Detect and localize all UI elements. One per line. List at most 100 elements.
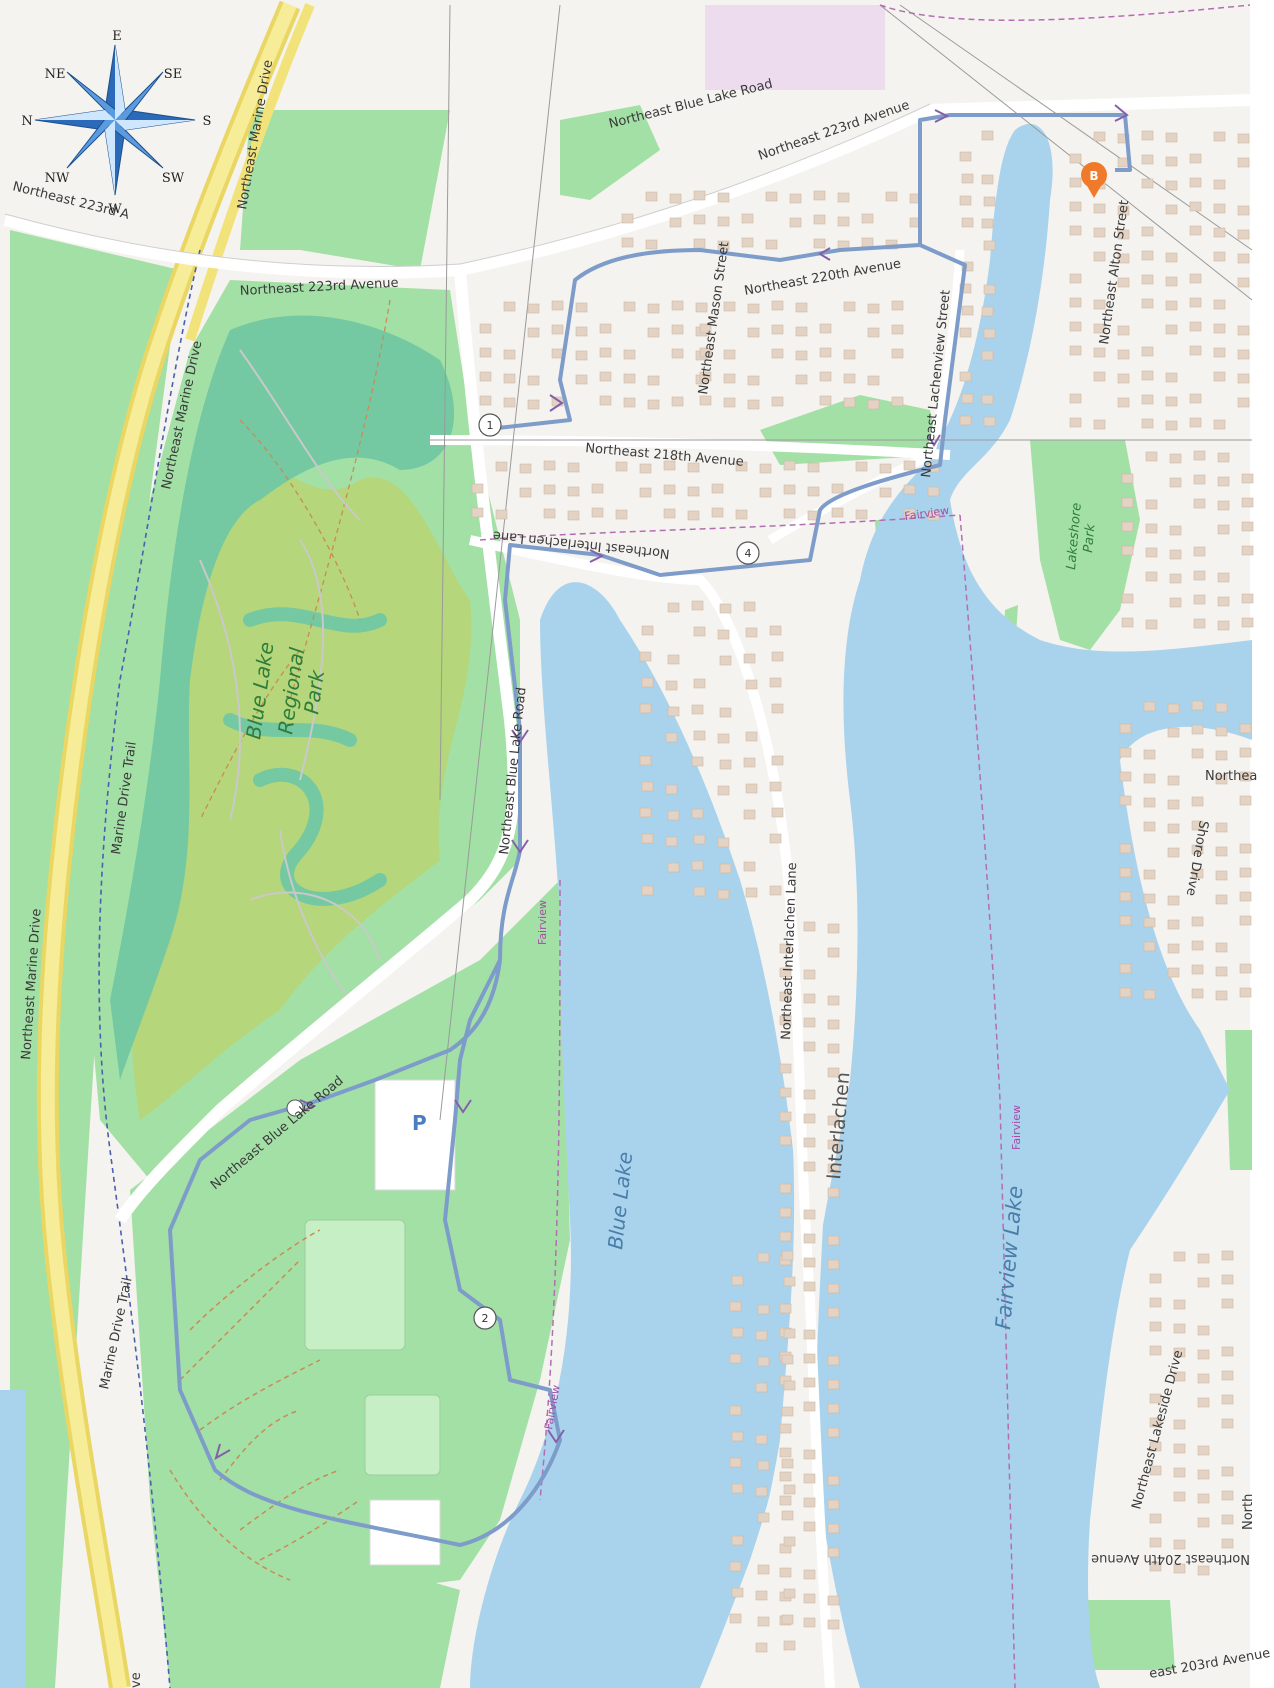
building [639, 463, 652, 474]
lakeshore-park-area [1030, 440, 1140, 650]
building [827, 1499, 840, 1510]
building [699, 395, 712, 406]
building [783, 1484, 796, 1495]
building [1141, 226, 1154, 237]
building [1141, 370, 1154, 381]
building [1119, 747, 1132, 758]
finish-marker[interactable]: B [1081, 162, 1107, 198]
parking-marker[interactable]: P [412, 1111, 427, 1135]
ne-blue-lake-road[interactable] [115, 269, 520, 1224]
building [1143, 821, 1156, 832]
building [1241, 593, 1254, 604]
building [803, 1041, 816, 1052]
building [779, 1447, 792, 1458]
compass-nw: NW [45, 171, 70, 186]
building [819, 371, 832, 382]
building [621, 237, 634, 248]
building [1173, 1347, 1186, 1358]
building [1117, 325, 1130, 336]
building [699, 347, 712, 358]
building [1189, 177, 1202, 188]
building [1119, 915, 1132, 926]
building [771, 396, 784, 407]
fairview-lake-water[interactable] [808, 123, 1252, 1688]
building [1069, 177, 1082, 188]
building [591, 507, 604, 518]
building [1237, 325, 1250, 336]
building [1093, 371, 1106, 382]
building [1191, 700, 1204, 711]
waypoint-marker-small[interactable] [286, 1099, 304, 1117]
building [867, 375, 880, 386]
building [1119, 963, 1132, 974]
building [983, 196, 996, 207]
building [903, 460, 916, 471]
building [1145, 451, 1158, 462]
building [745, 887, 758, 898]
building [1167, 703, 1180, 714]
interlachen-peninsula [640, 587, 846, 1688]
building [1143, 989, 1156, 1000]
building [1237, 253, 1250, 264]
building [1173, 1251, 1186, 1262]
building [691, 704, 704, 715]
building [665, 836, 678, 847]
building [827, 947, 840, 958]
building [1217, 524, 1230, 535]
building [879, 487, 892, 498]
building [783, 1276, 796, 1287]
building [1069, 345, 1082, 356]
building [1239, 771, 1252, 782]
building [575, 350, 588, 361]
building [827, 1235, 840, 1246]
building [779, 1015, 792, 1026]
building [827, 1547, 840, 1558]
building [757, 1564, 770, 1575]
building [743, 757, 756, 768]
building [1119, 891, 1132, 902]
building [891, 348, 904, 359]
building [827, 1523, 840, 1534]
waypoint-1[interactable]: 1 [478, 413, 502, 437]
building [1145, 547, 1158, 558]
building [983, 284, 996, 295]
building [819, 347, 832, 358]
building [731, 1275, 744, 1286]
building [1093, 299, 1106, 310]
marine-drive-trail-path[interactable] [98, 249, 201, 1688]
ne-223rd-avenue-road[interactable] [3, 94, 1253, 279]
building [1119, 795, 1132, 806]
building [1193, 498, 1206, 509]
building [527, 327, 540, 338]
building [1237, 229, 1250, 240]
building [827, 1355, 840, 1366]
building [867, 327, 880, 338]
building [1193, 570, 1206, 581]
building [781, 1406, 794, 1417]
waypoint-2[interactable]: 2 [473, 1306, 497, 1330]
building [1173, 1539, 1186, 1550]
walking-route[interactable] [168, 113, 1132, 1547]
building [1237, 373, 1250, 384]
route-arrow [1114, 104, 1129, 122]
building [543, 460, 556, 471]
building [1121, 473, 1134, 484]
building [1197, 1397, 1210, 1408]
ne-interlachen-lane-road[interactable] [468, 535, 835, 1688]
building [1189, 345, 1202, 356]
building [927, 486, 940, 497]
building [1221, 1298, 1234, 1309]
building [1117, 397, 1130, 408]
building [717, 837, 730, 848]
building [891, 396, 904, 407]
building [1191, 868, 1204, 879]
building [1145, 571, 1158, 582]
building [693, 214, 706, 225]
park-north-west [240, 110, 450, 270]
building [731, 1483, 744, 1494]
building [729, 1561, 742, 1572]
building [1093, 419, 1106, 430]
waypoint-4[interactable]: 4 [736, 541, 760, 565]
